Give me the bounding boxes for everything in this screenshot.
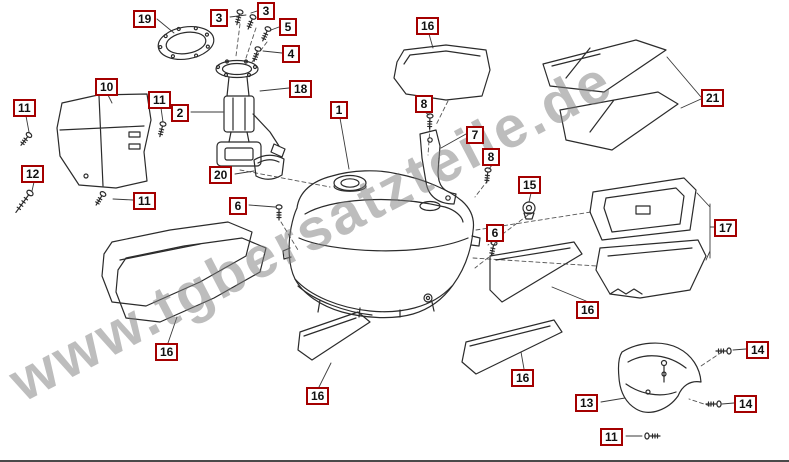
part-label-4: 4 bbox=[282, 45, 300, 63]
part-label-12: 12 bbox=[21, 165, 45, 183]
part-label-6: 6 bbox=[229, 197, 247, 215]
leader-lines bbox=[25, 10, 747, 437]
part-label-8: 8 bbox=[415, 95, 433, 113]
part-front-cover bbox=[56, 93, 152, 189]
part-label-18: 18 bbox=[289, 80, 313, 98]
part-gasket-ring bbox=[157, 26, 215, 60]
part-label-15: 15 bbox=[518, 176, 542, 194]
part-label-16: 16 bbox=[155, 343, 179, 361]
part-label-3: 3 bbox=[210, 9, 228, 27]
part-bracket bbox=[419, 113, 492, 205]
part-pad-top bbox=[393, 44, 491, 101]
part-label-16: 16 bbox=[306, 387, 330, 405]
part-label-6: 6 bbox=[486, 224, 504, 242]
part-screws-left bbox=[15, 120, 168, 214]
part-grommet bbox=[522, 201, 536, 220]
part-label-19: 19 bbox=[133, 10, 157, 28]
part-pads-left bbox=[101, 221, 267, 323]
part-label-20: 20 bbox=[209, 166, 233, 184]
part-label-17: 17 bbox=[714, 219, 738, 237]
part-label-11: 11 bbox=[600, 428, 623, 446]
part-label-1: 1 bbox=[330, 101, 348, 119]
part-fuel-pump bbox=[215, 59, 286, 167]
part-side-cover bbox=[617, 342, 732, 440]
part-label-14: 14 bbox=[746, 341, 770, 359]
part-label-8: 8 bbox=[482, 148, 500, 166]
part-label-16: 16 bbox=[576, 301, 600, 319]
part-label-11: 11 bbox=[133, 192, 156, 210]
part-pads-right bbox=[589, 177, 707, 299]
part-label-11: 11 bbox=[148, 91, 171, 109]
part-label-13: 13 bbox=[575, 394, 599, 412]
part-label-5: 5 bbox=[279, 18, 297, 36]
part-pad-strips bbox=[297, 241, 583, 375]
part-label-14: 14 bbox=[734, 395, 758, 413]
part-label-7: 7 bbox=[466, 126, 484, 144]
part-rubber-mount bbox=[253, 154, 285, 180]
part-label-2: 2 bbox=[171, 104, 189, 122]
part-pads-upper-right bbox=[542, 39, 679, 151]
part-label-21: 21 bbox=[701, 89, 725, 107]
part-label-16: 16 bbox=[511, 369, 535, 387]
part-label-3: 3 bbox=[257, 2, 275, 20]
part-label-11: 11 bbox=[13, 99, 36, 117]
part-label-10: 10 bbox=[95, 78, 119, 96]
part-label-16: 16 bbox=[416, 17, 440, 35]
